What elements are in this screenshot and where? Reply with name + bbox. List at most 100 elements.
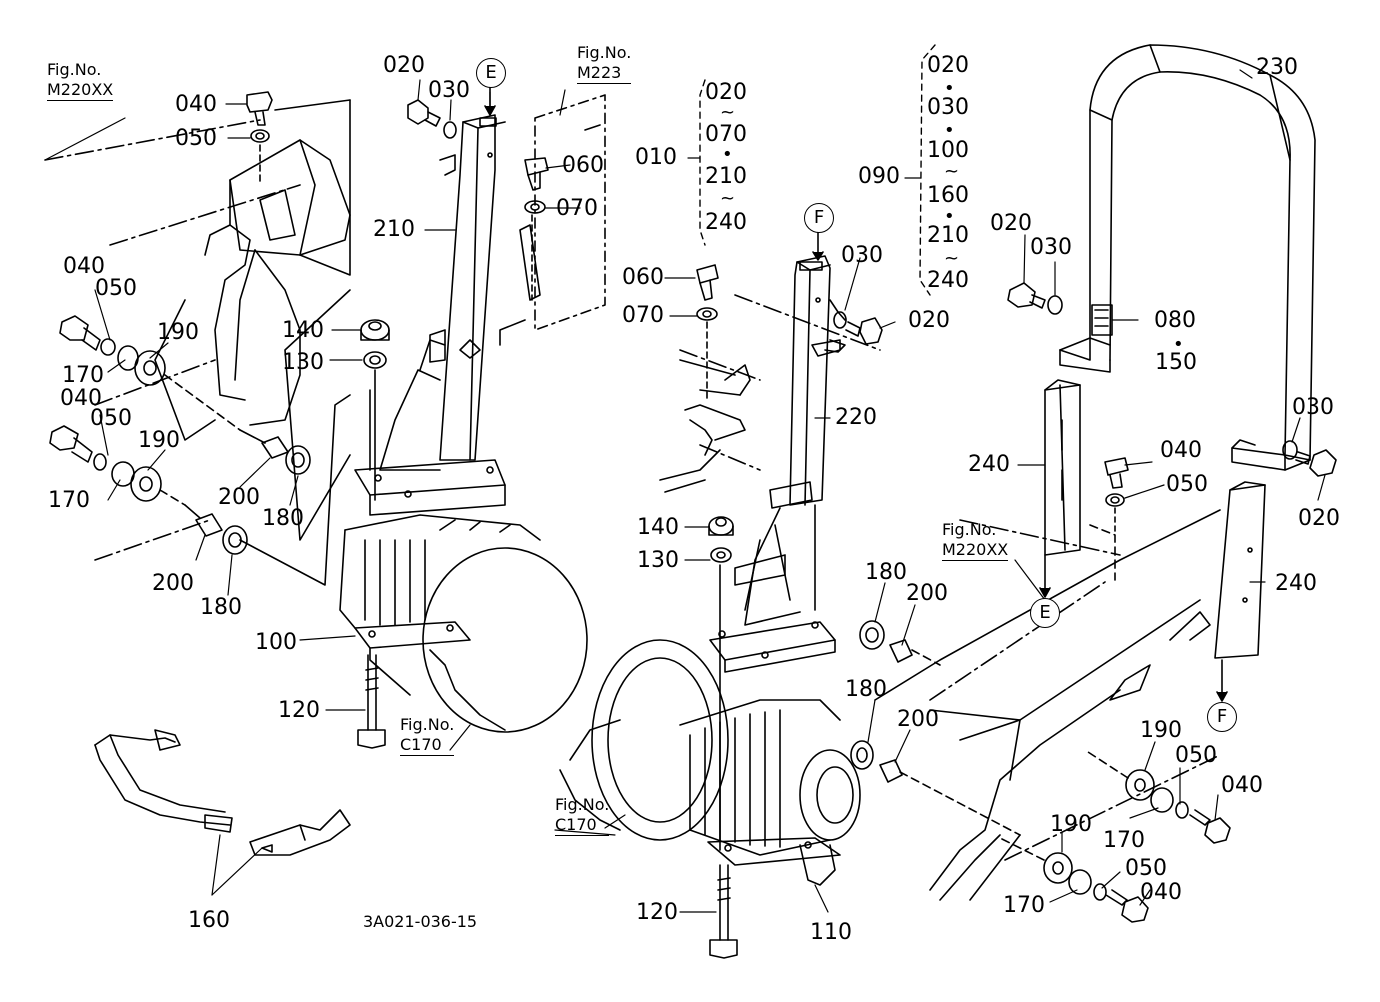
leader-lines-left bbox=[44, 79, 581, 896]
callout-130: 130 bbox=[282, 350, 324, 375]
group-010-sep: ~ bbox=[720, 188, 736, 209]
bushing-180-200-center-a bbox=[859, 620, 941, 666]
figref-c170-left: Fig.No. C170 bbox=[400, 715, 455, 756]
callout-200: 200 bbox=[152, 571, 194, 596]
washer-stack-right-b bbox=[999, 837, 1149, 923]
group-010-line: 070 bbox=[705, 122, 747, 147]
group-010-sep: • bbox=[722, 144, 733, 165]
figref-m220xx-left: Fig.No. M220XX bbox=[47, 60, 114, 101]
group-090-label: 090 bbox=[858, 164, 900, 189]
connector-f-bottom: F bbox=[1207, 702, 1237, 732]
callout-180: 180 bbox=[845, 677, 887, 702]
callout-170: 170 bbox=[48, 488, 90, 513]
figref-number: M220XX bbox=[47, 80, 114, 101]
bolt-020-left bbox=[407, 99, 457, 139]
callout-110: 110 bbox=[810, 920, 852, 945]
callout-200: 200 bbox=[906, 581, 948, 606]
callout-170: 170 bbox=[1003, 893, 1045, 918]
group-090-line: 100 bbox=[927, 138, 969, 163]
callout-120: 120 bbox=[636, 900, 678, 925]
callout-070: 070 bbox=[556, 196, 598, 221]
callout-080: 080 bbox=[1154, 308, 1196, 333]
group-090-sep: • bbox=[944, 120, 955, 141]
callout-190: 190 bbox=[157, 320, 199, 345]
callout-060: 060 bbox=[562, 153, 604, 178]
callout-240: 240 bbox=[968, 452, 1010, 477]
figref-title: Fig.No. bbox=[577, 43, 632, 62]
callout-040: 040 bbox=[175, 92, 217, 117]
callout-150: 150 bbox=[1155, 350, 1197, 375]
connector-e-top: E bbox=[476, 58, 506, 88]
washer-stack-right-a bbox=[1087, 751, 1231, 844]
callout-020: 020 bbox=[908, 308, 950, 333]
bolt-060-left bbox=[524, 157, 549, 301]
callout-040: 040 bbox=[1140, 880, 1182, 905]
bolt-020-right-a bbox=[1007, 282, 1063, 315]
callout-050: 050 bbox=[175, 126, 217, 151]
callout-100: 100 bbox=[255, 630, 297, 655]
callout-040: 040 bbox=[60, 386, 102, 411]
washer-140-130-center bbox=[708, 516, 734, 851]
connector-arrows bbox=[484, 84, 1228, 702]
figref-number: C170 bbox=[400, 735, 455, 756]
callout-050: 050 bbox=[1166, 472, 1208, 497]
callout-040: 040 bbox=[1160, 438, 1202, 463]
figref-title: Fig.No. bbox=[400, 715, 455, 734]
callout-030: 030 bbox=[1030, 235, 1072, 260]
callout-030: 030 bbox=[841, 243, 883, 268]
bracket-dashes bbox=[699, 44, 936, 296]
frame-outline-center bbox=[679, 294, 881, 471]
callout-030: 030 bbox=[428, 78, 470, 103]
callout-040: 040 bbox=[63, 254, 105, 279]
callout-050: 050 bbox=[90, 406, 132, 431]
fender-right bbox=[874, 509, 1221, 901]
tube-240-lower bbox=[1214, 481, 1266, 659]
callout-140: 140 bbox=[637, 515, 679, 540]
callout-020: 020 bbox=[383, 53, 425, 78]
leader-lines-center bbox=[554, 157, 921, 913]
callout-140: 140 bbox=[282, 318, 324, 343]
leader-lines-right bbox=[1014, 69, 1326, 906]
group-010-line: 020 bbox=[705, 80, 747, 105]
callout-050: 050 bbox=[95, 276, 137, 301]
bolt-020-right-b bbox=[1282, 440, 1337, 477]
callout-190: 190 bbox=[138, 428, 180, 453]
seat-belt-160 bbox=[94, 729, 351, 856]
callout-180: 180 bbox=[865, 560, 907, 585]
callout-050: 050 bbox=[1125, 856, 1167, 881]
support-100 bbox=[354, 621, 471, 696]
callout-200: 200 bbox=[897, 707, 939, 732]
group-090-line: 030 bbox=[927, 95, 969, 120]
frame-outline-left bbox=[44, 119, 301, 561]
figref-title: Fig.No. bbox=[555, 795, 610, 814]
fender-bracket-left bbox=[154, 139, 351, 441]
seat-post-210 bbox=[354, 114, 506, 516]
callout-160: 160 bbox=[188, 908, 230, 933]
group-010-label: 010 bbox=[635, 145, 677, 170]
callout-190: 190 bbox=[1140, 718, 1182, 743]
callout-040: 040 bbox=[1221, 773, 1263, 798]
callout-060: 060 bbox=[622, 265, 664, 290]
group-090-line: 160 bbox=[927, 183, 969, 208]
group-090-sep: • bbox=[944, 206, 955, 227]
support-110 bbox=[707, 837, 841, 886]
figref-c170-center: Fig.No. C170 bbox=[555, 795, 610, 836]
connector-e-bottom: E bbox=[1030, 598, 1060, 628]
tube-240-upper bbox=[1044, 379, 1081, 556]
callout-240: 240 bbox=[1275, 571, 1317, 596]
bolt-020-center bbox=[833, 311, 883, 345]
callout-020: 020 bbox=[990, 211, 1032, 236]
bolt-040-side-b bbox=[49, 425, 186, 506]
callout-130: 130 bbox=[637, 548, 679, 573]
figref-number: M223 bbox=[577, 63, 632, 84]
figref-number: C170 bbox=[555, 815, 610, 836]
housing-center bbox=[559, 639, 861, 856]
bolt-040-top bbox=[246, 91, 273, 186]
figref-m220xx-right: Fig.No. M220XX bbox=[942, 520, 1009, 561]
callout-230: 230 bbox=[1256, 55, 1298, 80]
callout-190: 190 bbox=[1050, 812, 1092, 837]
bolt-120-center bbox=[709, 864, 738, 959]
figref-m223: Fig.No. M223 bbox=[577, 43, 632, 84]
